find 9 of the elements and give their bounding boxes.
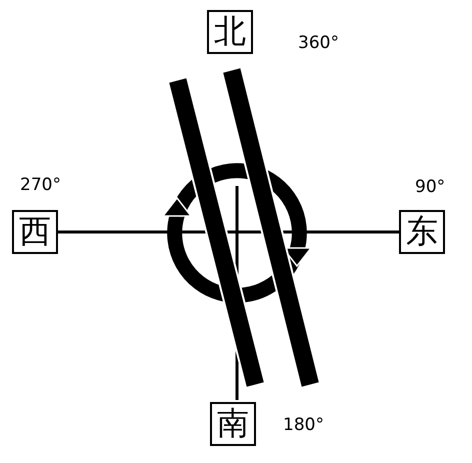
degree-label: 90°	[415, 177, 446, 197]
degree-label: 180°	[283, 415, 324, 435]
connector-line	[58, 230, 399, 234]
degree-label: 270°	[20, 175, 61, 195]
direction-box: 北	[207, 10, 253, 54]
direction-box: 东	[399, 210, 445, 254]
direction-box: 南	[210, 402, 256, 446]
degree-label: 360°	[298, 33, 339, 53]
direction-box: 西	[12, 210, 58, 254]
